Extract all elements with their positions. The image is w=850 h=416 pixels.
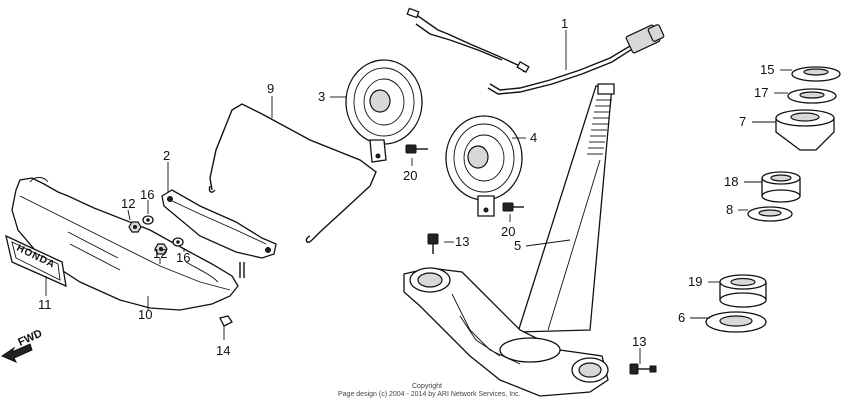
upper-bearing[interactable]: [761, 171, 801, 203]
callout-10[interactable]: 10: [138, 307, 152, 322]
callout-20-upper[interactable]: 20: [403, 168, 417, 183]
nut-12-lower[interactable]: [154, 243, 168, 255]
nut-12-upper[interactable]: [128, 221, 142, 233]
bolt-lower[interactable]: [629, 363, 657, 375]
clip[interactable]: [219, 315, 233, 327]
stem-thread: [587, 99, 612, 155]
adjusting-nut[interactable]: [775, 109, 835, 151]
upper-race[interactable]: [747, 206, 793, 222]
callout-6[interactable]: 6: [678, 310, 685, 325]
wire-stay[interactable]: [208, 103, 377, 243]
steering-stem[interactable]: [403, 83, 615, 397]
top-nut[interactable]: [791, 66, 841, 82]
callout-18[interactable]: 18: [724, 174, 738, 189]
callout-17[interactable]: 17: [754, 85, 768, 100]
leader-lines: [45, 30, 792, 364]
copyright-notice: Copyright Page design (c) 2004 - 2014 by…: [338, 383, 521, 398]
dust-seal[interactable]: [705, 311, 767, 333]
wire-harness[interactable]: [406, 7, 665, 95]
forward-arrow: FWD: [0, 328, 44, 363]
horn-upper[interactable]: [345, 59, 423, 163]
callout-12-upper[interactable]: 12: [121, 196, 135, 211]
callout-9[interactable]: 9: [267, 81, 274, 96]
copyright-line1: Copyright: [412, 383, 442, 390]
callout-12-lower[interactable]: 12: [153, 246, 167, 261]
bolt-upper[interactable]: [427, 233, 439, 254]
bracket[interactable]: [161, 189, 277, 278]
callout-15[interactable]: 15: [760, 62, 774, 77]
callout-3[interactable]: 3: [318, 89, 325, 104]
callout-14[interactable]: 14: [216, 343, 230, 358]
lock-washer[interactable]: [787, 88, 837, 104]
callout-19[interactable]: 19: [688, 274, 702, 289]
callout-11[interactable]: 11: [38, 297, 52, 312]
horn-lower[interactable]: [445, 115, 523, 217]
callout-5[interactable]: 5: [514, 238, 521, 253]
callout-13-lower[interactable]: 13: [632, 334, 646, 349]
lower-bearing[interactable]: [719, 274, 767, 308]
callout-2[interactable]: 2: [163, 148, 170, 163]
callout-1[interactable]: 1: [561, 16, 568, 31]
copyright-line2: Page design (c) 2004 - 2014 by ARI Netwo…: [338, 391, 521, 398]
callout-16-upper[interactable]: 16: [140, 187, 154, 202]
callout-20-lower[interactable]: 20: [501, 224, 515, 239]
callout-13-upper[interactable]: 13: [455, 234, 469, 249]
callout-8[interactable]: 8: [726, 202, 733, 217]
callout-4[interactable]: 4: [530, 130, 537, 145]
screw-lower[interactable]: [502, 202, 524, 212]
callout-16-lower[interactable]: 16: [176, 250, 190, 265]
screw-upper[interactable]: [405, 144, 428, 154]
washer-16-lower[interactable]: [172, 237, 184, 247]
washer-16-upper[interactable]: [142, 215, 154, 225]
callouts: 1 2 3 4 5 6 7 8 9 10 11 12 12 13 13 14 1…: [38, 16, 774, 358]
callout-7[interactable]: 7: [739, 114, 746, 129]
